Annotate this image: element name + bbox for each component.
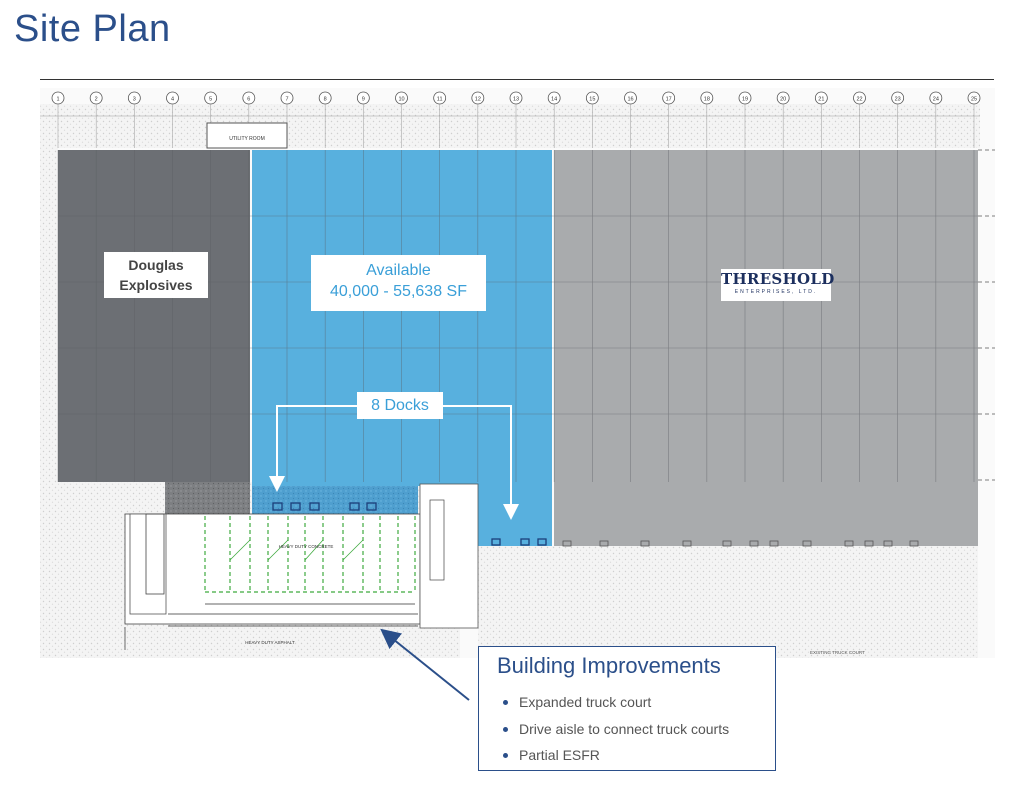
- grid-bubble-label: 12: [475, 97, 481, 103]
- truck-stalls: [204, 516, 416, 593]
- grid-bubble-label: 6: [247, 97, 250, 103]
- grid-bubble-label: 10: [398, 97, 404, 103]
- existing-truck-court: [478, 546, 978, 658]
- grid-bubble-label: 13: [513, 97, 519, 103]
- dock-arrows: [269, 405, 519, 520]
- utility-room: [206, 122, 288, 149]
- grid-bubble-label: 9: [362, 97, 365, 103]
- grid-bubble-label: 5: [209, 97, 212, 103]
- title-divider: [40, 79, 994, 80]
- grid-bubble-label: 21: [818, 97, 824, 103]
- heavy-duty-concrete-label: HEAVY DUTY CONCRETE: [279, 544, 334, 549]
- improvement-text: Partial ESFR: [519, 747, 600, 763]
- douglas-block: [58, 150, 250, 482]
- available-title: Available: [366, 262, 431, 279]
- docks-label: 8 Docks: [357, 392, 443, 419]
- threshold-logo-subtext: ENTERPRISES, LTD.: [734, 289, 818, 295]
- grid-bubble-label: 22: [856, 97, 862, 103]
- page-title: Site Plan: [14, 8, 171, 50]
- grid-bubble-label: 14: [551, 97, 557, 103]
- grid-bubble-label: 3: [133, 97, 136, 103]
- grid-bubble-label: 4: [171, 97, 174, 103]
- grid-bubble-label: 19: [742, 97, 748, 103]
- dock-doors: [272, 502, 547, 546]
- improvement-text: Drive aisle to connect truck courts: [519, 720, 730, 737]
- bullet-icon: [503, 726, 508, 732]
- available-square-footage: 40,000 - 55,638 SF: [330, 283, 467, 300]
- grid-lines: [57, 150, 978, 482]
- improvements-arrow: [380, 628, 470, 701]
- grid-bubble-label: 24: [933, 97, 939, 103]
- douglas-name-line2: Explosives: [119, 277, 193, 293]
- bullet-icon: [503, 700, 508, 705]
- utility-room-label: UTILITY ROOM: [229, 136, 264, 142]
- bullet-icon: [503, 753, 508, 758]
- available-block-extension: [476, 486, 552, 546]
- available-block: [252, 150, 552, 486]
- list-item: Partial ESFR: [501, 742, 729, 769]
- douglas-apron: [165, 482, 250, 514]
- grid-bubble-label: 7: [285, 97, 288, 103]
- douglas-name-line1: Douglas: [128, 257, 184, 273]
- grid-bubble-label: 16: [627, 97, 633, 103]
- existing-truck-court-label: EXISTING TRUCK COURT: [810, 650, 865, 655]
- threshold-logo-text: THRESHOLD: [721, 270, 835, 288]
- grid-bubble-label: 23: [895, 97, 901, 103]
- grid-bubble-label: 2: [95, 97, 98, 103]
- available-space-label: Available 40,000 - 55,638 SF: [311, 255, 486, 311]
- expanded-truck-court: [124, 513, 421, 625]
- building-improvements-box: Building Improvements Expanded truck cou…: [478, 646, 776, 771]
- grid-bubble-label: 18: [704, 97, 710, 103]
- top-hatch-band: [40, 104, 980, 148]
- grid-bubble-label: 1: [56, 97, 59, 103]
- improvements-list: Expanded truck court Drive aisle to conn…: [501, 689, 729, 769]
- grid-bubble-label: 11: [437, 97, 443, 103]
- building-improvements-title: Building Improvements: [497, 653, 721, 678]
- grid-bubble-label: 8: [324, 97, 327, 103]
- grid-bubble-label: 20: [780, 97, 786, 103]
- douglas-explosives-label: Douglas Explosives: [104, 252, 208, 298]
- heavy-duty-asphalt-label: HEAVY DUTY ASPHALT: [245, 640, 295, 645]
- list-item: Expanded truck court: [501, 689, 729, 716]
- grid-bubble-label: 25: [971, 97, 977, 103]
- grid-bubble-label: 15: [589, 97, 595, 103]
- grid-bubble-label: 17: [666, 97, 672, 103]
- improvement-text: Expanded truck court: [519, 694, 652, 710]
- list-item: Drive aisle to connect truck courts: [501, 716, 729, 743]
- threshold-logo: THRESHOLD ENTERPRISES, LTD.: [721, 269, 835, 301]
